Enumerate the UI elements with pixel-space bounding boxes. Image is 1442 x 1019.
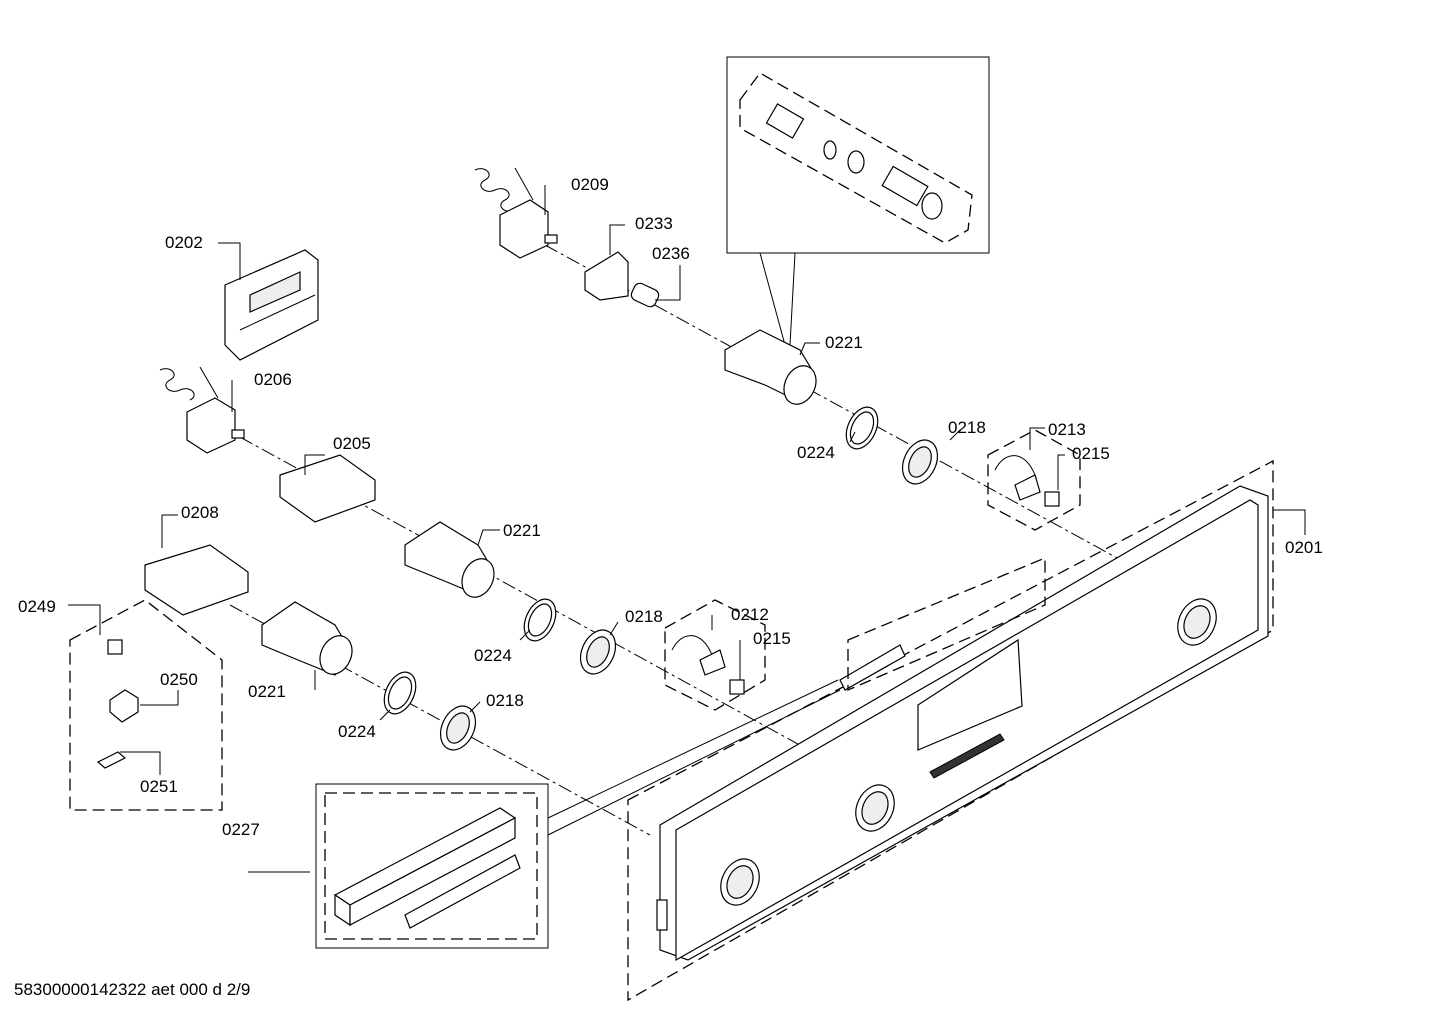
callout-0224-middle: 0224 (474, 646, 512, 665)
document-code: 58300000142322 aet 000 d 2/9 (14, 980, 251, 999)
callout-0227: 0227 (222, 820, 260, 839)
part-0221-knob-housing-bottom (261, 601, 353, 676)
part-0233-bracket (584, 251, 629, 301)
callout-0249: 0249 (18, 597, 56, 616)
part-0224-rings (383, 406, 879, 715)
part-0212-lamp-holder (671, 635, 745, 695)
part-0218-bezels (439, 439, 939, 751)
callout-0224-bottom: 0224 (338, 722, 376, 741)
part-0208-switch (144, 544, 249, 616)
group-box-0213 (987, 429, 1081, 531)
callout-0209: 0209 (571, 175, 609, 194)
part-0205-switch (279, 454, 376, 523)
callout-0206: 0206 (254, 370, 292, 389)
callout-0218-top: 0218 (948, 418, 986, 437)
part-0209-thermostat (474, 167, 558, 259)
control-panel-front (627, 459, 1274, 1002)
part-0236-spindle (630, 282, 660, 308)
callout-0205: 0205 (333, 434, 371, 453)
part-0251-clip (96, 751, 127, 769)
callout-0208: 0208 (181, 503, 219, 522)
callout-0201: 0201 (1285, 538, 1323, 557)
part-0206-thermostat (159, 366, 245, 454)
detail-inset-0227 (315, 679, 841, 949)
callout-0236: 0236 (652, 244, 690, 263)
callout-0250: 0250 (160, 670, 198, 689)
callout-0233: 0233 (635, 214, 673, 233)
callout-labels: 0201 0202 0205 0206 0208 0209 0212 0213 … (18, 175, 1323, 839)
callout-0202: 0202 (165, 233, 203, 252)
group-box-panel-insert (847, 557, 1046, 691)
callout-0213: 0213 (1048, 420, 1086, 439)
callout-0251: 0251 (140, 777, 178, 796)
part-0250-capacitor (109, 689, 139, 723)
group-box-0249 (69, 599, 223, 811)
callout-0224-top: 0224 (797, 443, 835, 462)
part-0213-lamp-holder (994, 455, 1060, 507)
callout-0212: 0212 (731, 605, 769, 624)
detail-inset-top (726, 56, 990, 346)
callout-0218-bottom: 0218 (486, 691, 524, 710)
part-0249-connector (107, 639, 123, 655)
part-0221-knob-housing-top (724, 329, 817, 405)
part-0202-module (224, 249, 319, 361)
group-box-0212 (664, 599, 766, 711)
callout-0215-top: 0215 (1072, 444, 1110, 463)
callout-0215-middle: 0215 (753, 629, 791, 648)
leader-lines (68, 185, 1306, 873)
callout-0221-bottom: 0221 (248, 682, 286, 701)
part-0221-knob-housing-middle (404, 521, 495, 598)
callout-0218-middle: 0218 (625, 607, 663, 626)
callout-0221-top: 0221 (825, 333, 863, 352)
callout-0221-middle: 0221 (503, 521, 541, 540)
